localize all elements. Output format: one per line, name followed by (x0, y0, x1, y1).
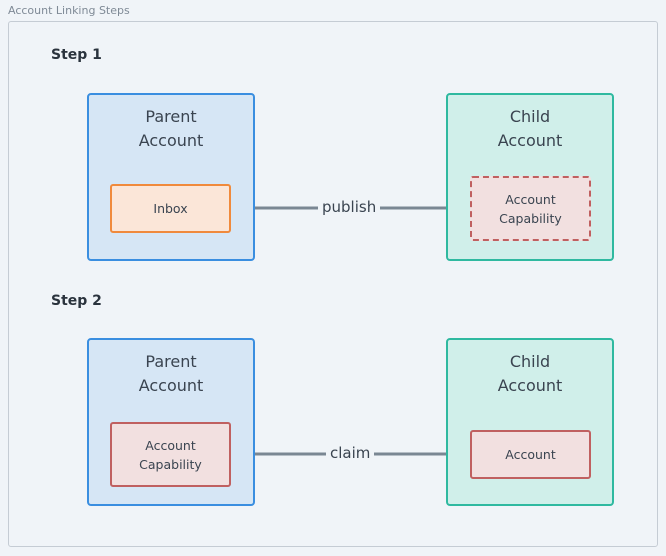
step-1-title: Step 1 (51, 47, 102, 63)
parent-title: Parent (145, 352, 197, 371)
step-2-title: Step 2 (51, 293, 102, 309)
parent-title: Parent (145, 107, 197, 126)
inbox: Inbox (110, 184, 231, 233)
parent-title: Account (138, 376, 204, 395)
step1-parent-account: Parent Account (87, 93, 255, 261)
diagram-frame (8, 21, 658, 547)
child-title: Child (509, 352, 551, 371)
account: Account (470, 430, 591, 479)
step2-child-account: Child Account (446, 338, 614, 506)
account-label: Account (505, 447, 556, 462)
capability-label: Account (505, 191, 556, 207)
frame-title: Account Linking Steps (8, 4, 130, 17)
parent-title: Account (138, 131, 204, 150)
capability-label: Capability (499, 210, 562, 226)
child-title: Account (497, 131, 563, 150)
publish-label: publish (318, 198, 381, 216)
claim-label: claim (326, 444, 375, 462)
capability-label: Capability (139, 456, 202, 472)
capability-label: Account (145, 437, 196, 453)
child-title: Child (509, 107, 551, 126)
inbox-label: Inbox (153, 201, 188, 216)
child-title: Account (497, 376, 563, 395)
